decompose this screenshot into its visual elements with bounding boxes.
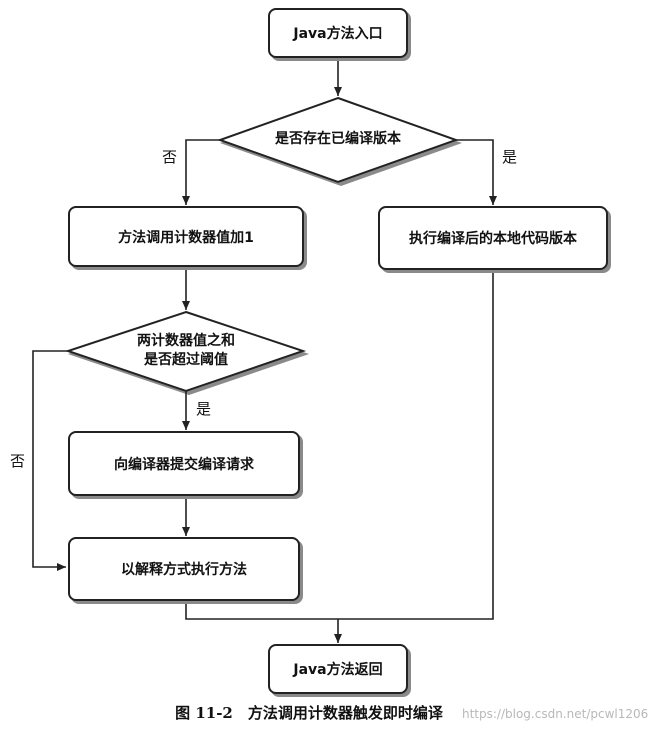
decision-threshold-line1: 两计数器值之和 (137, 333, 235, 349)
decision-threshold-line2: 是否超过阈值 (144, 352, 228, 368)
start-node: Java方法入口 (268, 8, 408, 58)
label-compiled-yes: 是 (502, 148, 518, 166)
increment-counter-node: 方法调用计数器值加1 (68, 206, 304, 267)
edge-threshold-no (32, 350, 68, 571)
label-threshold-yes: 是 (196, 400, 212, 418)
submit-request-node: 向编译器提交编译请求 (68, 431, 300, 496)
edge-check-yes (456, 139, 497, 205)
end-node: Java方法返回 (268, 644, 408, 694)
decision-threshold-label: 两计数器值之和 是否超过阈值 (106, 332, 266, 370)
watermark-text: https://blog.csdn.net/pcwl1206 (462, 707, 648, 721)
interpret-node: 以解释方式执行方法 (68, 537, 300, 601)
edge-check-no (182, 139, 220, 205)
decision-compiled-shape (217, 96, 459, 184)
edge-interpret-to-end (185, 601, 338, 620)
edge-native-to-end (338, 270, 494, 620)
label-compiled-no: 否 (162, 148, 178, 166)
decision-compiled-label: 是否存在已编译版本 (275, 131, 401, 147)
flowchart-connectors (32, 58, 497, 643)
label-threshold-no: 否 (10, 452, 26, 470)
run-native-node: 执行编译后的本地代码版本 (378, 206, 608, 270)
figure-caption: 图 11-2 方法调用计数器触发即时编译 (175, 704, 443, 722)
